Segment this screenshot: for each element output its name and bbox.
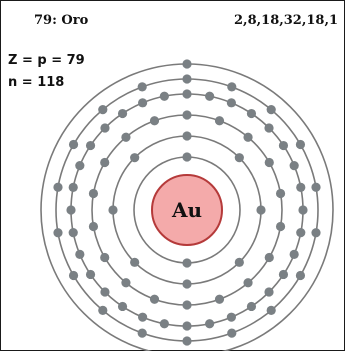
electron — [130, 257, 140, 267]
electron-configuration: 2,8,18,32,18,1 — [234, 13, 339, 28]
electron — [68, 228, 78, 238]
electron — [137, 82, 147, 92]
electron — [100, 157, 110, 168]
electron — [298, 205, 308, 215]
electron — [278, 140, 289, 151]
electron — [275, 188, 286, 199]
electron — [100, 252, 110, 263]
electron — [68, 182, 78, 192]
electron — [182, 279, 192, 289]
electron — [311, 228, 321, 238]
electron — [100, 287, 110, 297]
electron — [214, 294, 225, 304]
electron — [85, 140, 96, 151]
electron — [149, 116, 160, 126]
electron — [88, 221, 99, 232]
electron — [295, 139, 306, 150]
electron — [85, 269, 96, 280]
electron — [266, 105, 276, 115]
electron — [182, 300, 192, 310]
neutron-count: n = 118 — [8, 75, 65, 90]
electron — [243, 278, 253, 288]
electron — [159, 319, 169, 329]
electron — [205, 91, 215, 101]
element-symbol: Au — [171, 198, 202, 222]
electron — [295, 270, 306, 281]
electron — [108, 205, 118, 215]
electron — [138, 312, 148, 322]
electron — [149, 294, 160, 304]
electron — [182, 336, 192, 346]
electron — [121, 132, 131, 142]
electron — [182, 74, 192, 84]
electron — [234, 153, 244, 163]
electron — [159, 91, 169, 101]
electron — [246, 301, 257, 312]
electron — [182, 258, 192, 268]
electron — [88, 188, 99, 199]
electron — [182, 131, 192, 141]
electron — [138, 98, 148, 108]
electron — [275, 221, 286, 232]
electron — [205, 319, 215, 329]
nucleus — [151, 174, 223, 246]
electron — [296, 182, 306, 192]
electron — [256, 205, 266, 215]
electron — [121, 278, 131, 288]
electron — [75, 161, 85, 171]
electron — [137, 328, 147, 338]
electron — [182, 110, 192, 120]
electron — [53, 182, 63, 192]
electron — [100, 123, 110, 133]
electron — [214, 116, 225, 126]
electron — [264, 287, 274, 297]
element-title: 79: Oro — [34, 13, 89, 28]
electron — [182, 89, 192, 99]
electron — [117, 108, 128, 119]
electron — [243, 132, 253, 142]
electron — [278, 269, 289, 280]
electron — [98, 305, 108, 315]
electron — [226, 312, 236, 322]
electron — [182, 152, 192, 162]
electron — [264, 123, 274, 133]
electron — [296, 228, 306, 238]
electron — [75, 249, 85, 259]
electron — [130, 153, 140, 163]
electron — [289, 249, 299, 259]
electron — [182, 59, 192, 69]
electron — [264, 157, 274, 168]
electron — [117, 301, 128, 312]
electron — [68, 139, 79, 150]
electron — [53, 228, 63, 238]
electron — [289, 161, 299, 171]
electron — [227, 82, 237, 92]
electron — [311, 182, 321, 192]
proton-count: Z = p = 79 — [8, 53, 85, 68]
electron — [234, 257, 244, 267]
electron — [264, 252, 274, 263]
electron — [226, 98, 236, 108]
electron — [98, 105, 108, 115]
electron — [68, 270, 79, 281]
electron — [227, 328, 237, 338]
electron — [182, 321, 192, 331]
electrons — [53, 59, 321, 346]
electron — [266, 305, 276, 315]
electron — [66, 205, 76, 215]
electron — [246, 108, 257, 119]
